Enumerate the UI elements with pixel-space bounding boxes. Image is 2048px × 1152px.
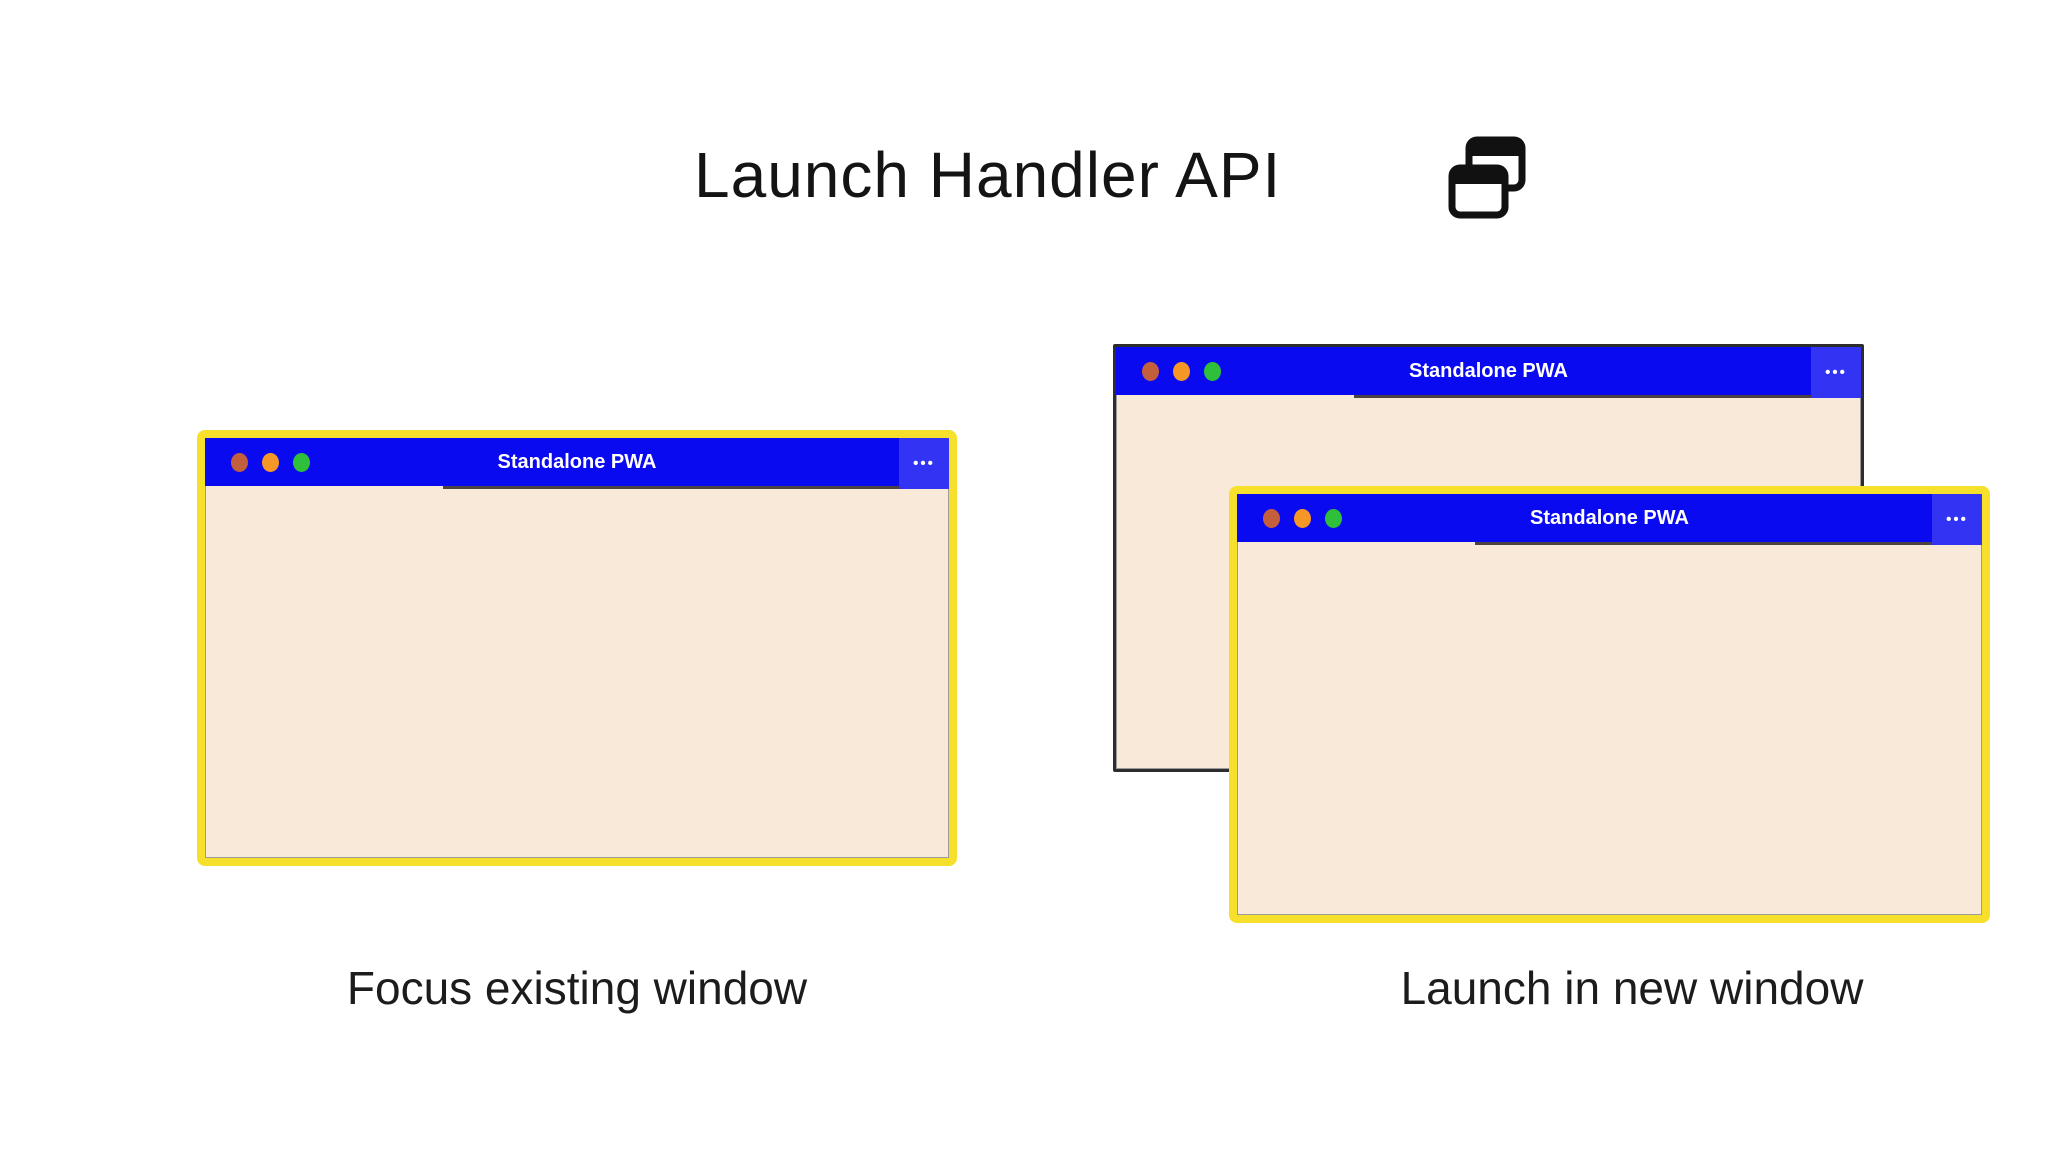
pwa-window-new: Standalone PWA ••• — [1229, 486, 1990, 923]
traffic-lights — [231, 438, 310, 486]
window-title: Standalone PWA — [1409, 359, 1568, 382]
window-titlebar[interactable]: Standalone PWA ••• — [1237, 494, 1982, 545]
window-content — [1237, 542, 1982, 915]
maximize-window-icon[interactable] — [1325, 508, 1342, 528]
window-titlebar[interactable]: Standalone PWA ••• — [205, 438, 949, 489]
more-options-icon[interactable]: ••• — [899, 438, 949, 489]
window-titlebar[interactable]: Standalone PWA ••• — [1116, 347, 1861, 398]
maximize-window-icon[interactable] — [1204, 361, 1221, 381]
caption-launch-in-new-window: Launch in new window — [1400, 962, 1864, 1014]
traffic-lights — [1142, 347, 1221, 395]
window-title: Standalone PWA — [497, 450, 657, 473]
more-options-icon[interactable]: ••• — [1811, 347, 1861, 398]
close-window-icon[interactable] — [1263, 508, 1280, 528]
caption-focus-existing-window: Focus existing window — [346, 962, 808, 1014]
minimize-window-icon[interactable] — [1173, 361, 1190, 381]
traffic-lights — [1263, 494, 1342, 542]
pwa-window-focus-existing: Standalone PWA ••• — [197, 430, 957, 866]
window-title: Standalone PWA — [1530, 506, 1689, 529]
window-content — [205, 486, 949, 858]
close-window-icon[interactable] — [1142, 361, 1159, 381]
maximize-window-icon[interactable] — [293, 452, 310, 472]
page-title: Launch Handler API — [694, 139, 1282, 211]
close-window-icon[interactable] — [231, 452, 248, 472]
minimize-window-icon[interactable] — [1294, 508, 1311, 528]
more-options-icon[interactable]: ••• — [1932, 494, 1982, 545]
overlapping-windows-icon — [1448, 136, 1526, 219]
minimize-window-icon[interactable] — [262, 452, 279, 472]
